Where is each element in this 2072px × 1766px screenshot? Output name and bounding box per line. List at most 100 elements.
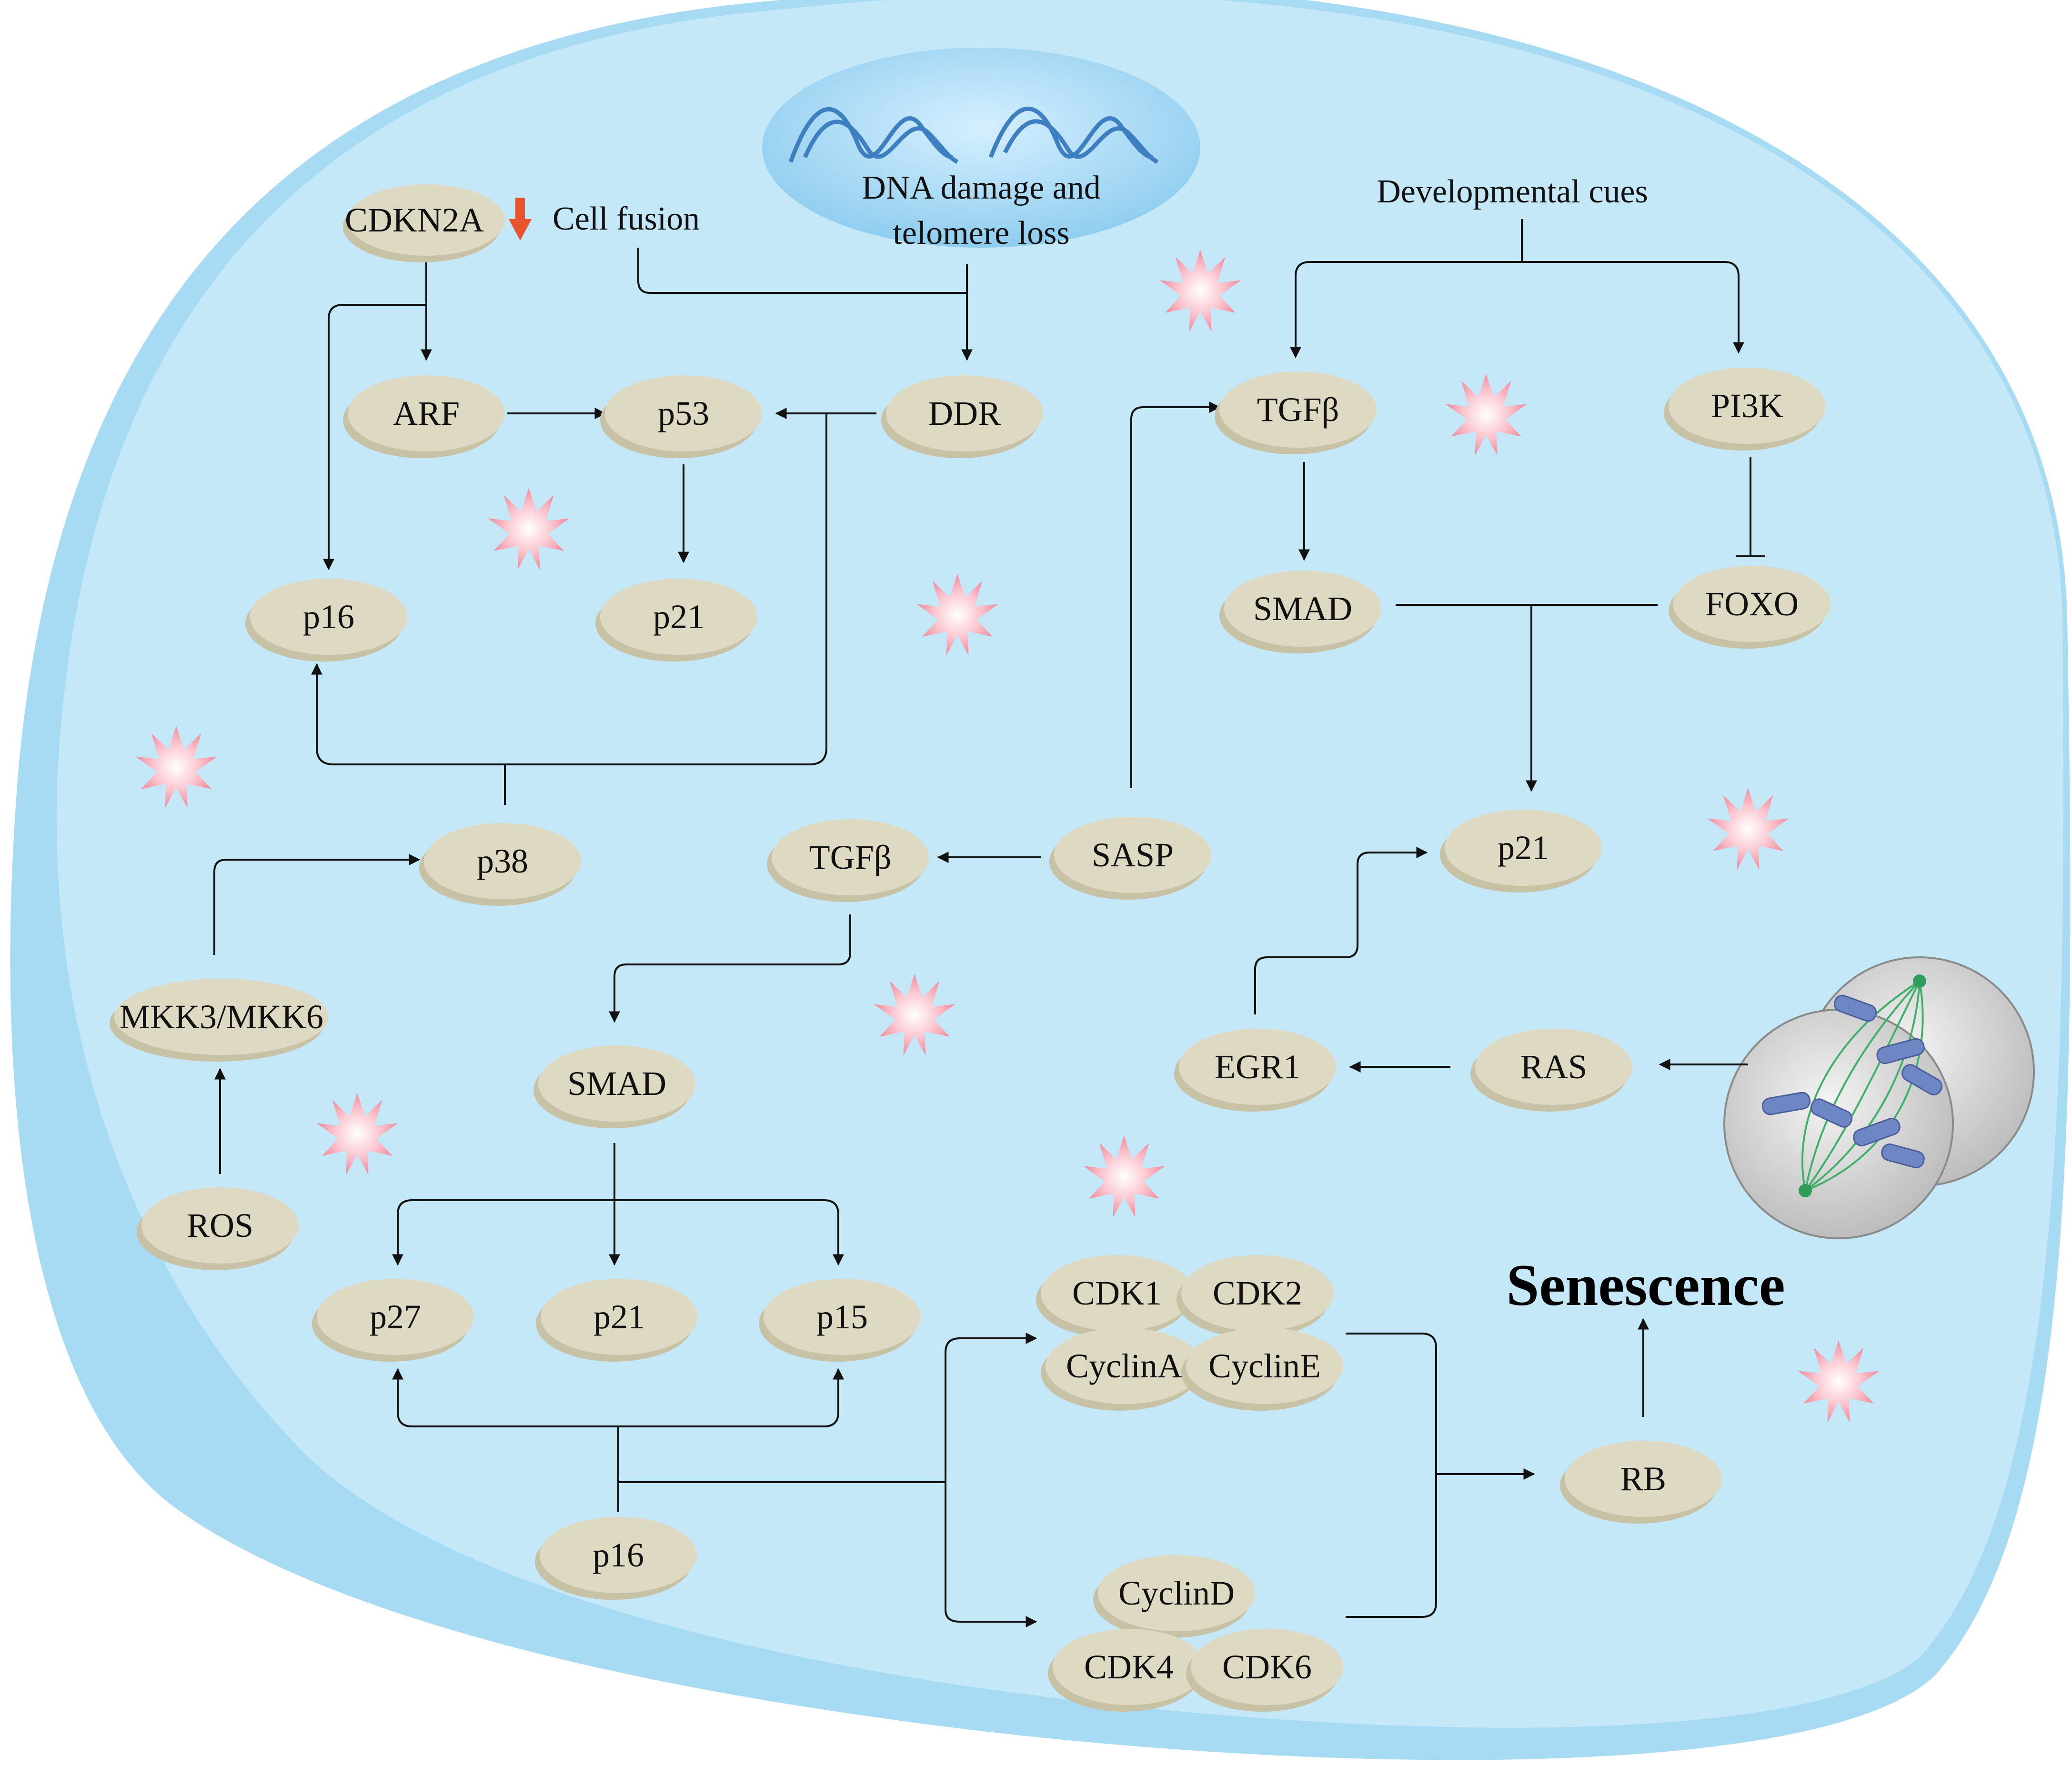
- node-p27: p27: [312, 1279, 474, 1362]
- node-label: p21: [653, 598, 704, 636]
- node-p21-bottom: p21: [536, 1279, 698, 1362]
- node-p16-bottom: p16: [535, 1517, 697, 1600]
- node-shape: [1475, 1029, 1632, 1105]
- edge-cellfusion-ddr: [637, 248, 967, 294]
- node-sasp: SASP: [1049, 817, 1211, 900]
- node-cyclina: CyclinA: [1041, 1328, 1203, 1411]
- edge-smad-p27-p15: [392, 1199, 844, 1266]
- node-p53: p53: [600, 375, 762, 458]
- node-label: SMAD: [1253, 590, 1352, 628]
- node-label: FOXO: [1705, 585, 1799, 623]
- node-shape: [764, 1279, 921, 1355]
- node-label: ARF: [393, 394, 460, 432]
- node-pi3k: PI3K: [1664, 368, 1826, 451]
- node-cdk2: CDK2: [1177, 1255, 1334, 1338]
- node-shape: [1673, 566, 1831, 642]
- node-shape: [1186, 1328, 1343, 1404]
- node-tgfb-mid: TGFβ: [767, 819, 929, 902]
- node-shape: [1669, 368, 1826, 444]
- node-p16-top: p16: [245, 579, 407, 662]
- cell-membrane: [10, 0, 2071, 1760]
- node-label: TGFβ: [809, 838, 892, 876]
- node-shape: [348, 184, 505, 256]
- node-shape: [540, 1517, 697, 1593]
- node-shape: [541, 1279, 698, 1355]
- down-arrow-icon: [509, 198, 532, 241]
- edge-p38-p53: [505, 413, 827, 765]
- node-p21-top: p21: [595, 579, 757, 662]
- node-shape: [424, 823, 581, 899]
- node-shape: [1181, 1255, 1334, 1331]
- node-label: p15: [816, 1298, 868, 1336]
- dividing-cell-icon: [1723, 956, 2035, 1239]
- node-cdk4: CDK4: [1048, 1629, 1205, 1712]
- edge-sasp-tgfb-top: [1130, 401, 1221, 788]
- node-label: EGR1: [1215, 1048, 1300, 1086]
- node-p15: p15: [759, 1279, 921, 1362]
- node-label: p21: [593, 1298, 645, 1336]
- node-shape: [1224, 571, 1381, 647]
- node-ras: RAS: [1470, 1029, 1632, 1112]
- node-label: CyclinA: [1066, 1347, 1182, 1385]
- dna-damage-label-line1: DNA damage and: [862, 170, 1101, 206]
- edge-egr1-p21: [1254, 847, 1428, 1014]
- node-rb: RB: [1560, 1441, 1722, 1524]
- edge-p16-cdk12: [945, 1333, 1037, 1482]
- edge-cdkn2a-p16: [323, 304, 426, 571]
- node-shape: [600, 579, 757, 655]
- node-cdk6: CDK6: [1186, 1629, 1343, 1712]
- developmental-cues-label: Developmental cues: [1377, 173, 1648, 210]
- node-label: RAS: [1520, 1048, 1587, 1086]
- node-label: CyclinD: [1118, 1574, 1235, 1612]
- node-shape: [886, 375, 1043, 452]
- node-shape: [1098, 1555, 1255, 1631]
- node-label: p27: [370, 1298, 421, 1336]
- node-shape: [1054, 817, 1211, 893]
- node-cdk1: CDK1: [1036, 1255, 1193, 1338]
- cell-fusion-label: Cell fusion: [553, 201, 700, 237]
- node-shape: [1445, 810, 1602, 886]
- node-ddr: DDR: [881, 375, 1043, 458]
- dna-damage-cloud: [762, 48, 1200, 248]
- node-label: DDR: [928, 394, 1001, 432]
- node-label: CDK6: [1222, 1648, 1312, 1686]
- node-label: CDKN2A: [345, 201, 484, 239]
- node-label: p21: [1498, 829, 1549, 867]
- node-p21-right: p21: [1440, 810, 1602, 893]
- free-labels: DNA damage and telomere loss Cell fusion…: [553, 170, 1785, 1318]
- node-shape: [605, 375, 762, 452]
- node-arf: ARF: [343, 375, 505, 458]
- edge-mkk-p38: [213, 854, 421, 955]
- node-shape: [317, 1279, 474, 1355]
- node-label: ROS: [187, 1206, 253, 1244]
- node-shape: [114, 979, 329, 1055]
- pathway-edges: [213, 219, 1765, 1627]
- node-ros: ROS: [137, 1187, 299, 1270]
- node-shape: [1179, 1029, 1336, 1105]
- node-shape: [538, 1045, 695, 1122]
- node-label: CDK2: [1213, 1274, 1302, 1312]
- node-label: CDK1: [1072, 1274, 1162, 1312]
- node-shape: [250, 579, 407, 655]
- node-shape: [772, 819, 929, 895]
- node-label: p38: [477, 842, 528, 880]
- node-tgfb-top: TGFβ: [1215, 371, 1377, 454]
- node-cdkn2a: CDKN2A: [343, 184, 505, 262]
- node-shape: [1219, 371, 1377, 448]
- node-label: p16: [593, 1536, 644, 1574]
- dna-helix-icon: [788, 107, 1159, 164]
- dna-damage-label-line2: telomere loss: [893, 215, 1069, 251]
- node-label: TGFβ: [1257, 391, 1339, 429]
- node-label: MKK3/MKK6: [120, 998, 323, 1036]
- node-shape: [1053, 1629, 1205, 1705]
- node-p38: p38: [419, 823, 581, 906]
- edge-cdk12-rb: [1346, 1333, 1437, 1618]
- node-shape: [1191, 1629, 1343, 1705]
- node-cycline: CyclinE: [1181, 1328, 1343, 1411]
- node-label: RB: [1620, 1460, 1666, 1498]
- node-label: PI3K: [1711, 387, 1783, 425]
- edge-cues-tgfb: [1290, 261, 1522, 359]
- node-shape: [141, 1187, 299, 1264]
